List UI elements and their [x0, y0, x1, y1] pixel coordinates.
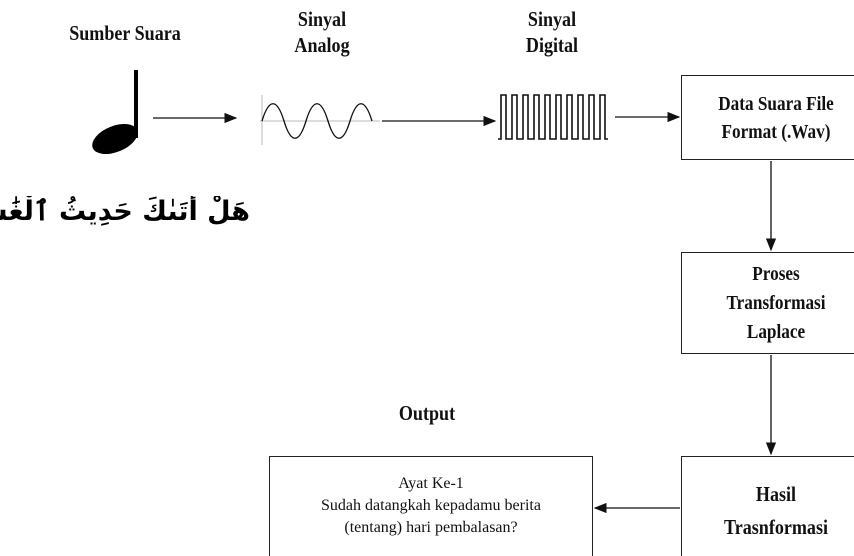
analog-label: Sinyal Analog: [270, 6, 373, 58]
analog-wave-icon: [260, 95, 380, 145]
digital-label-line1: Sinyal: [527, 7, 577, 31]
analog-label-line2: Analog: [294, 33, 350, 57]
output-line3: (tentang) hari pembalasan?: [344, 519, 518, 536]
laplace-line3: Laplace: [746, 320, 806, 343]
result-box: Hasil Trasnformasi: [681, 456, 854, 556]
output-box: Ayat Ke-1 Sudah datangkah kepadamu berit…: [269, 456, 593, 556]
output-verse-number: Ayat Ke-1: [398, 475, 464, 492]
digital-wave-icon: [498, 94, 608, 140]
result-line1: Hasil: [755, 482, 797, 506]
digital-label: Sinyal Digital: [505, 6, 600, 58]
arabic-verse: هَلْ أَتَىٰكَ حَدِيثُ ٱلْغَٰشِيَةِ: [0, 196, 250, 227]
data-file-line2: Format (.Wav): [721, 120, 831, 143]
result-line2: Trasnformasi: [723, 515, 829, 539]
laplace-line1: Proses: [752, 262, 800, 285]
analog-label-line1: Sinyal: [297, 7, 347, 31]
output-line2: Sudah datangkah kepadamu berita: [321, 497, 541, 514]
data-file-line1: Data Suara File: [718, 92, 834, 115]
source-label: Sumber Suara: [69, 21, 181, 45]
laplace-box: Proses Transformasi Laplace: [681, 252, 854, 354]
music-note-icon: [92, 70, 138, 155]
digital-label-line2: Digital: [525, 33, 579, 57]
output-label: Output: [398, 401, 456, 425]
laplace-line2: Transformasi: [726, 291, 826, 314]
data-file-box: Data Suara File Format (.Wav): [681, 75, 854, 160]
